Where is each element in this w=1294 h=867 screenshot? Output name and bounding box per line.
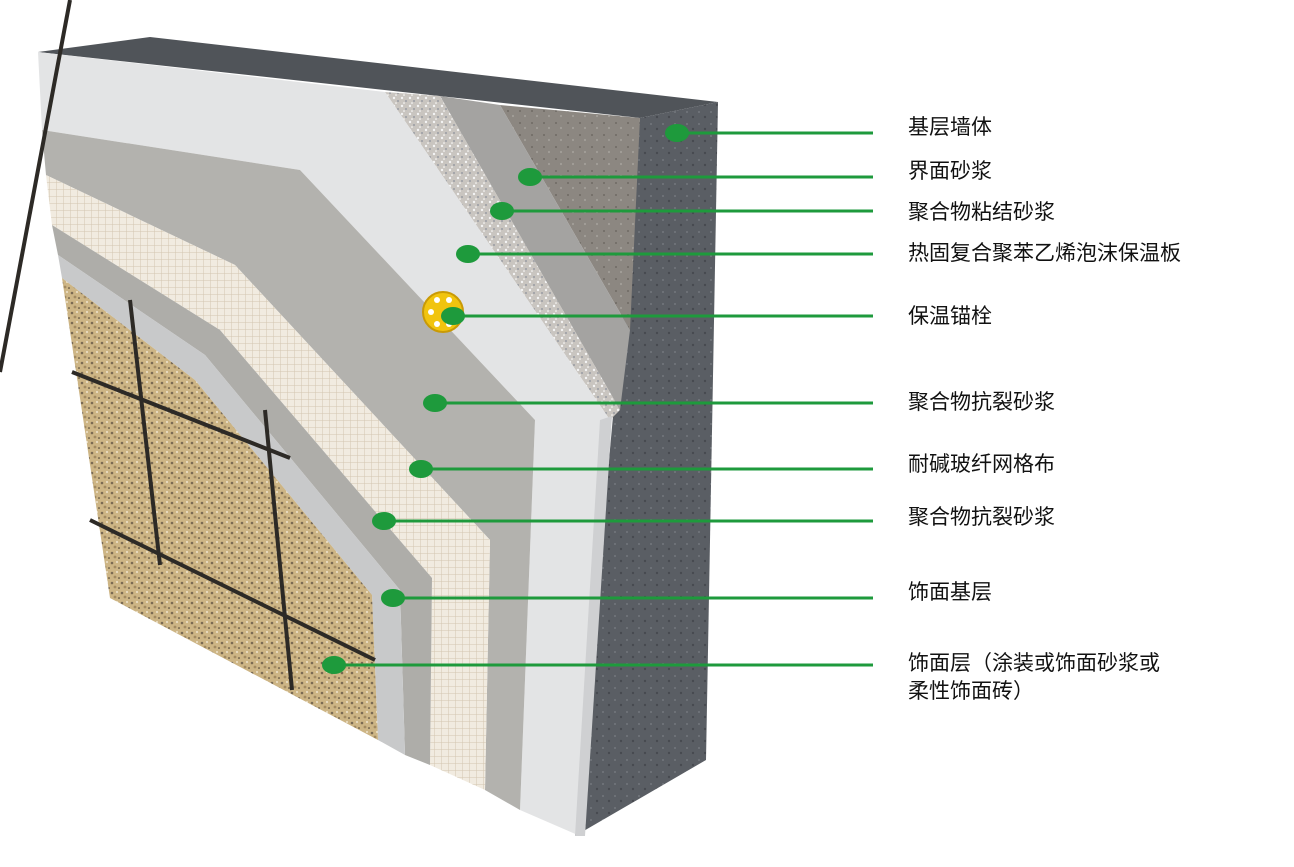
label-anti-crack-mortar-1: 聚合物抗裂砂浆: [908, 390, 1055, 414]
leader-lines: [322, 124, 873, 674]
base-wall-top: [38, 37, 718, 118]
anti-crack-mortar-layer-1: [42, 130, 535, 810]
leader-dot-2: [490, 202, 514, 220]
leader-dot-3: [456, 245, 480, 263]
label-anchor: 保温锚栓: [908, 304, 992, 328]
leader-dot-7: [372, 512, 396, 530]
label-mesh: 耐碱玻纤网格布: [908, 452, 1055, 476]
label-base-wall: 基层墙体: [908, 115, 992, 139]
label-adhesive-mortar: 聚合物粘结砂浆: [908, 200, 1055, 224]
leader-dot-8: [381, 589, 405, 607]
label-finish-layer: 饰面层（涂装或饰面砂浆或 柔性饰面砖）: [908, 651, 1160, 703]
tile-grout-lines: [0, 0, 376, 691]
anti-crack-mortar-layer-2: [52, 225, 432, 765]
leader-dot-4: [441, 307, 465, 325]
label-interface-mortar: 界面砂浆: [908, 159, 992, 183]
label-anti-crack-mortar-2: 聚合物抗裂砂浆: [908, 505, 1055, 529]
leader-dot-5: [423, 394, 447, 412]
leader-dot-9: [322, 656, 346, 674]
base-wall-front: [500, 105, 640, 330]
leader-dot-6: [409, 460, 433, 478]
leader-dot-0: [665, 124, 689, 142]
leader-dot-1: [518, 168, 542, 186]
mesh-layer: [46, 175, 490, 790]
adhesive-mortar-layer: [385, 92, 620, 420]
label-finish-base: 饰面基层: [908, 580, 992, 604]
label-insulation-board: 热固复合聚苯乙烯泡沫保温板: [908, 241, 1181, 265]
